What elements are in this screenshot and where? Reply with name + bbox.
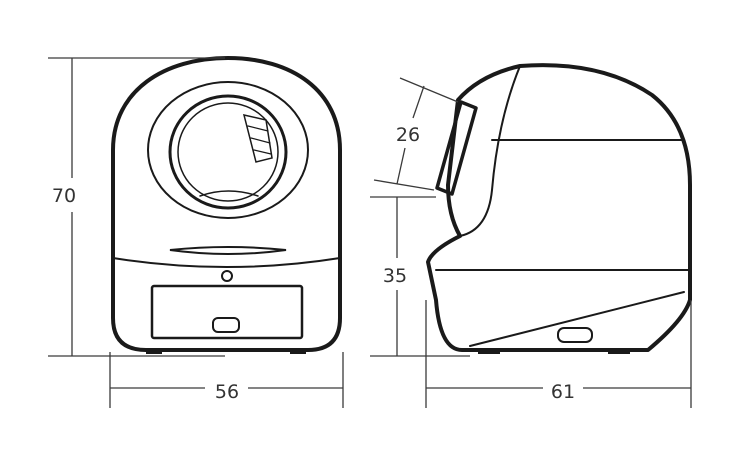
side-drawer-handle bbox=[557, 327, 593, 343]
side-depth-dimension: 61 bbox=[425, 300, 692, 408]
step-lip bbox=[169, 246, 287, 255]
side-body-outline bbox=[426, 63, 692, 352]
drawer-handle bbox=[212, 317, 240, 333]
front-foot-left bbox=[146, 348, 162, 354]
sensor-grid-line-2 bbox=[250, 137, 271, 144]
side-drawer-edge bbox=[469, 291, 685, 347]
front-foot-right bbox=[290, 348, 306, 354]
side-depth-label: 61 bbox=[551, 381, 575, 403]
front-waist-line bbox=[112, 257, 341, 268]
side-view bbox=[426, 63, 692, 354]
front-height-label: 70 bbox=[52, 185, 76, 207]
waste-drawer bbox=[150, 284, 304, 340]
side-entrance-bezel bbox=[435, 100, 478, 196]
side-lower-height-label: 35 bbox=[383, 265, 407, 287]
side-dome-curve bbox=[459, 65, 521, 237]
front-width-dimension: 56 bbox=[109, 352, 344, 408]
side-foot-right bbox=[608, 348, 630, 354]
side-opening-dimension: 26 bbox=[373, 77, 459, 191]
side-lower-height-dimension: 35 bbox=[370, 196, 470, 357]
power-button-icon bbox=[221, 270, 233, 282]
sensor-panel bbox=[242, 113, 273, 163]
front-height-dimension: 70 bbox=[48, 57, 225, 357]
entrance-opening-inner bbox=[177, 102, 279, 202]
front-view bbox=[111, 56, 342, 354]
entrance-opening bbox=[168, 94, 288, 210]
side-foot-left bbox=[478, 348, 500, 354]
side-opening-label: 26 bbox=[396, 124, 420, 146]
entrance-ring-outer bbox=[147, 81, 309, 219]
sensor-grid-line-1 bbox=[247, 125, 269, 132]
front-width-label: 56 bbox=[215, 381, 239, 403]
front-body-outline bbox=[111, 56, 342, 352]
sensor-grid-line-3 bbox=[253, 149, 272, 155]
inner-bowl-edge bbox=[199, 190, 259, 197]
